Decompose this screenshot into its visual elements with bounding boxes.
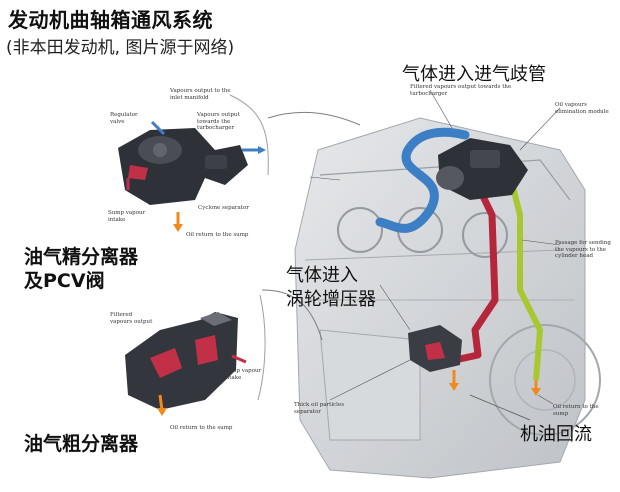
engine-block	[294, 117, 601, 479]
callout-filtered-output: Filtered vapours output	[110, 312, 153, 325]
callout-oil-return-3: Oil return to the sump	[553, 404, 599, 417]
fine-separator-label-line1: 油气精分离器	[24, 246, 139, 268]
turbo-label: 气体进入 涡轮增压器	[286, 264, 376, 312]
connector-top	[267, 111, 361, 126]
blue-pipe	[375, 127, 470, 233]
separator-module-engine	[436, 138, 528, 200]
callout-sump-intake-2: Sump vapour intake	[224, 368, 262, 381]
callout-oil-return-2: Oil return to the sump	[170, 425, 233, 431]
coarse-separator-label: 油气粗分离器	[24, 433, 139, 455]
fine-separator-part	[118, 128, 248, 205]
fine-separator-label: 油气精分离器 及PCV阀	[24, 245, 138, 293]
green-pipe	[507, 174, 543, 381]
oil-return-label: 机油回流	[520, 424, 592, 445]
fine-separator-label-line2: 及PCV阀	[24, 270, 105, 292]
callout-thick-oil: Thick oil particles separator	[294, 402, 345, 415]
callout-oil-vapours-module: Oil vapours elimination module	[555, 102, 609, 115]
callout-sump-intake-1: Sump vapour intake	[108, 210, 146, 223]
callout-filtered-turbo: Filtered vapours output towards the turb…	[410, 84, 512, 97]
callout-oil-return-1: Oil return to the sump	[186, 232, 249, 238]
red-pipe	[454, 188, 499, 364]
intake-manifold-label: 气体进入进气歧管	[402, 64, 546, 85]
diagram-subtitle: (非本田发动机, 图片源于网络)	[6, 38, 235, 58]
callout-vapours-inlet: Vapours output to the inlet manifold	[170, 88, 231, 101]
turbo-label-line1: 气体进入	[286, 265, 358, 286]
coarse-separator-part	[125, 312, 238, 410]
turbo-label-line2: 涡轮增压器	[286, 289, 376, 310]
callout-vapours-turbo: Vapours output towards the turbocharger	[197, 112, 240, 131]
callout-cyclone-separator: Cyclone separator	[198, 205, 249, 211]
thick-oil-separator-engine	[408, 325, 462, 372]
callout-passage-cyl-head: Passage for sending the vapours to the c…	[555, 240, 611, 259]
callout-regulator-valve: Regulator valve	[110, 112, 138, 125]
diagram-title: 发动机曲轴箱通风系统	[8, 8, 213, 32]
connector-bottom	[261, 289, 323, 341]
